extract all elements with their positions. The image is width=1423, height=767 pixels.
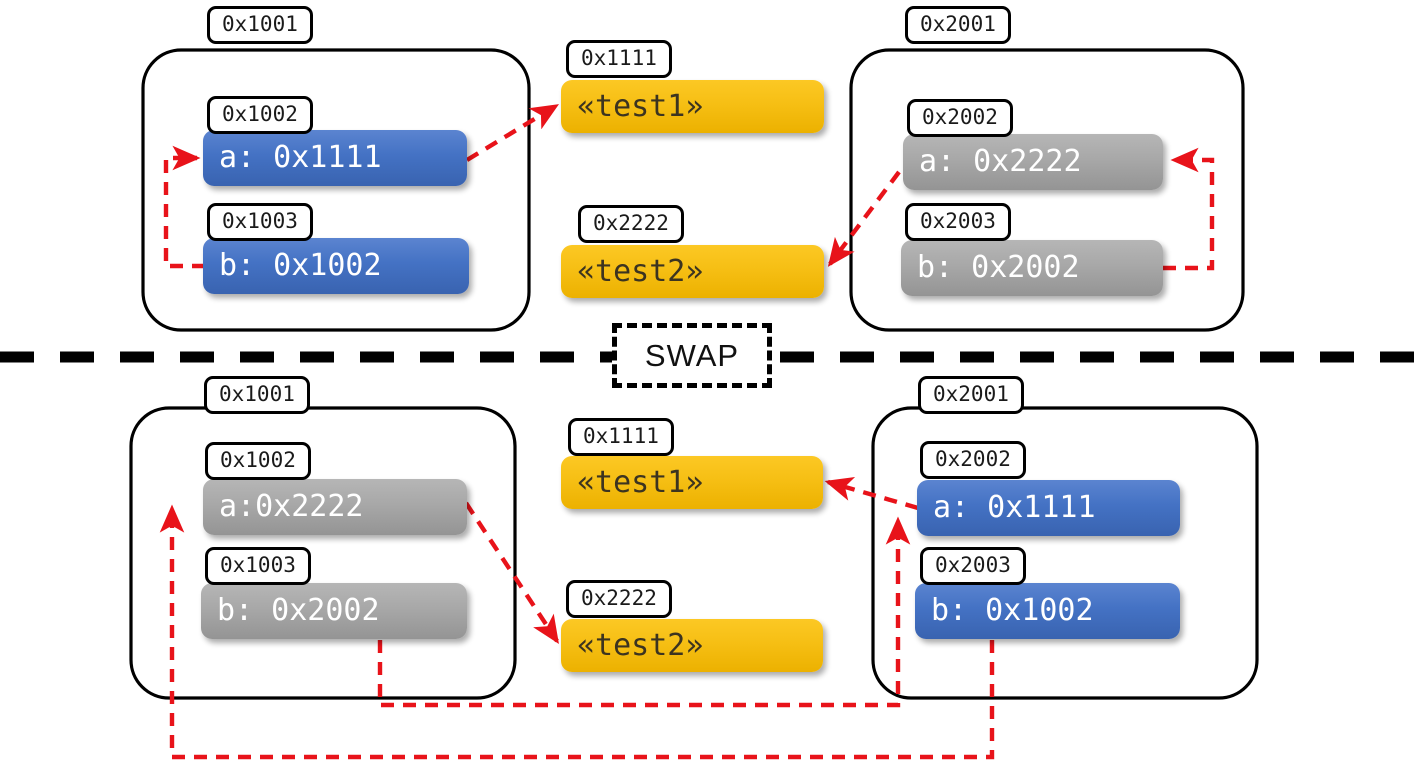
cell-before-left-slot-0[interactable]: a: 0x1111: [203, 130, 467, 186]
addr-tag-after-right-slot-1: 0x2003: [920, 547, 1026, 585]
addr-tag-after-right-frame: 0x2001: [918, 376, 1024, 414]
cell-before-right-slot-1[interactable]: b: 0x2002: [901, 240, 1163, 296]
arrow-before-left-b-to-a: [163, 145, 205, 269]
arrow-after-a-to-test1: [824, 477, 919, 511]
addr-tag-after-left-slot-0: 0x1002: [205, 442, 311, 480]
addr-tag-after-obj-1: 0x2222: [566, 580, 672, 618]
addr-tag-before-obj-0: 0x1111: [566, 40, 672, 78]
addr-tag-after-left-slot-1: 0x1003: [205, 547, 311, 585]
addr-tag-after-left-frame: 0x1001: [204, 376, 310, 414]
addr-tag-after-right-slot-0: 0x2002: [920, 441, 1026, 479]
cell-after-left-slot-1[interactable]: b: 0x2002: [201, 583, 467, 639]
addr-tag-before-right-frame: 0x2001: [905, 6, 1011, 44]
frame-after-left: [129, 406, 517, 700]
cell-before-left-slot-1[interactable]: b: 0x1002: [203, 238, 469, 294]
addr-tag-before-obj-1: 0x2222: [578, 205, 684, 243]
cell-before-right-slot-0[interactable]: a: 0x2222: [903, 134, 1163, 190]
arrow-after-a-to-test2: [464, 501, 559, 644]
cell-after-right-slot-0[interactable]: a: 0x1111: [917, 480, 1180, 536]
arrow-before-a-to-test1: [465, 104, 560, 162]
addr-tag-before-left-slot-1: 0x1003: [207, 203, 313, 241]
arrow-before-a-to-test2: [827, 170, 901, 267]
addr-tag-before-left-frame: 0x1001: [207, 6, 313, 44]
cell-after-obj-0[interactable]: «test1»: [561, 456, 823, 509]
cell-before-obj-1[interactable]: «test2»: [561, 245, 824, 298]
addr-tag-after-obj-0: 0x1111: [568, 418, 674, 456]
addr-tag-before-right-slot-1: 0x2003: [905, 203, 1011, 241]
cell-after-right-slot-1[interactable]: b: 0x1002: [915, 583, 1180, 639]
arrow-before-right-b-to-a: [1163, 147, 1215, 271]
cell-after-obj-1[interactable]: «test2»: [561, 619, 823, 672]
swap-badge: SWAP: [612, 323, 772, 388]
addr-tag-before-right-slot-0: 0x2002: [907, 99, 1013, 137]
cell-after-left-slot-0[interactable]: a:0x2222: [203, 479, 467, 535]
cell-before-obj-0[interactable]: «test1»: [561, 80, 824, 133]
addr-tag-before-left-slot-0: 0x1002: [207, 96, 313, 134]
